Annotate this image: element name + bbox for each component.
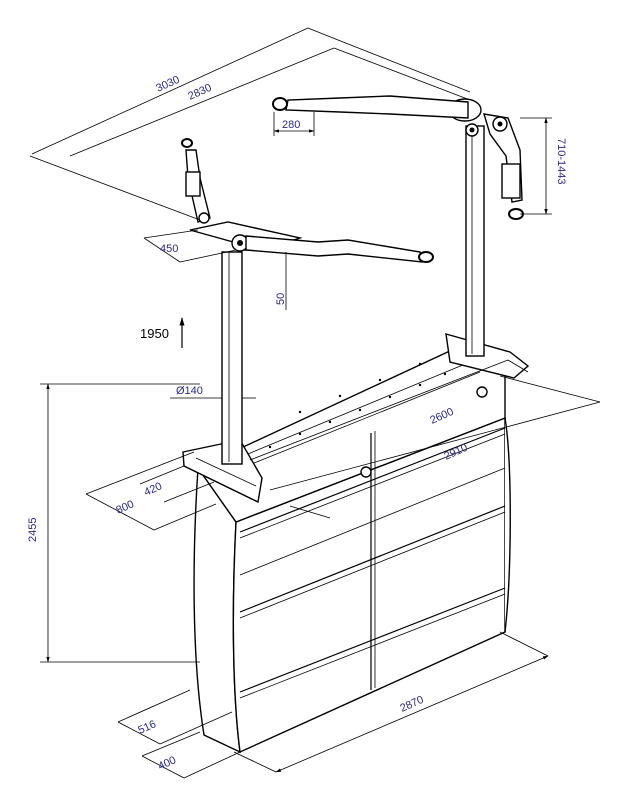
dim-710-1443: 710-1443 <box>555 138 567 185</box>
dim-1950: 1950 <box>140 326 169 341</box>
dim-450: 450 <box>160 243 178 255</box>
dim-516: 516 <box>136 718 158 736</box>
dim-2830: 2830 <box>186 82 213 103</box>
left-arm-assembly <box>181 138 434 263</box>
right-arm-assembly <box>272 95 524 220</box>
dimension-lines <box>29 27 601 779</box>
dim-2870: 2870 <box>398 694 425 715</box>
top-rivets <box>268 362 447 449</box>
dim-280: 280 <box>282 119 300 131</box>
dim-800: 800 <box>114 498 136 516</box>
dim-140: Ø140 <box>176 385 203 397</box>
left-column <box>221 251 243 465</box>
dim-420: 420 <box>142 480 164 498</box>
right-column <box>465 125 485 357</box>
dim-400: 400 <box>156 754 178 772</box>
dim-2455: 2455 <box>27 518 39 542</box>
dim-50: 50 <box>275 293 287 305</box>
